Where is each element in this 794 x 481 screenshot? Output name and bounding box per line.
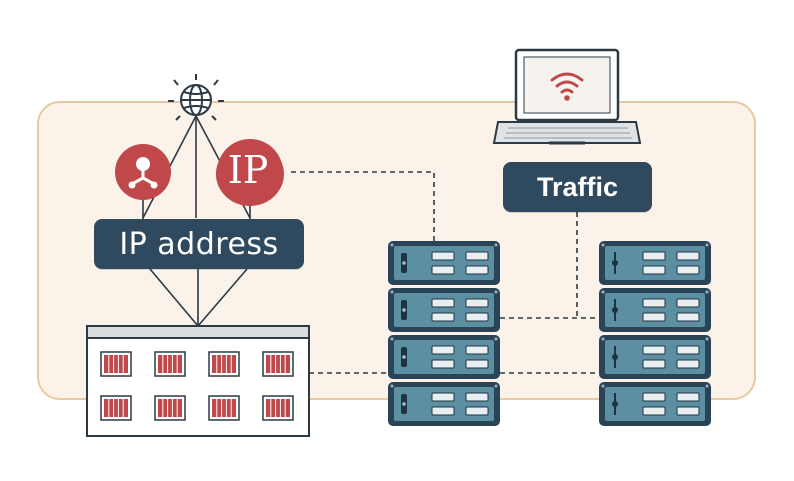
wifi-icon (550, 72, 584, 101)
building-window (100, 395, 132, 421)
server-stack-left (388, 241, 500, 426)
building-window (100, 351, 132, 377)
globe-icon (168, 74, 224, 121)
user-network-icon (115, 144, 171, 220)
ip-to-server-link (291, 171, 435, 241)
building-window (154, 351, 186, 377)
building-window (208, 395, 240, 421)
server-icon (599, 382, 711, 426)
server-icon (388, 335, 500, 379)
server-icon (599, 335, 711, 379)
server-stack-right (599, 241, 711, 426)
building-window (208, 351, 240, 377)
ip-badge-text: IP (227, 148, 269, 192)
server-icon (599, 288, 711, 332)
laptop-icon (492, 48, 642, 145)
server-icon (388, 241, 500, 285)
traffic-label: Traffic (503, 162, 652, 212)
ip-address-label: IP address (94, 219, 304, 269)
building-window (154, 395, 186, 421)
building-window (262, 395, 294, 421)
server-interlinks (500, 317, 599, 374)
server-icon (388, 288, 500, 332)
building-window (262, 351, 294, 377)
ip-pin-icon (215, 139, 284, 220)
building-icon (86, 325, 310, 437)
label-to-building-lines (149, 268, 248, 327)
server-icon (599, 241, 711, 285)
server-icon (388, 382, 500, 426)
